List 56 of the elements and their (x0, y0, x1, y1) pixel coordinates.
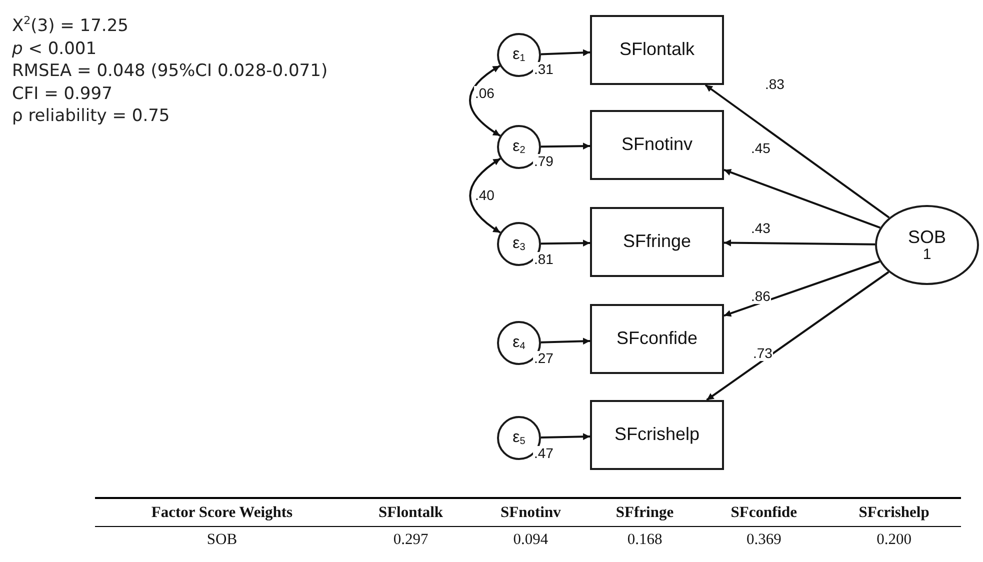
table-cell: 0.369 (700, 526, 828, 553)
node-label: SFcrishelp (614, 424, 700, 446)
edge-label: .81 (533, 252, 554, 268)
edge-label: .86 (750, 289, 772, 304)
node-label: ε$_{3}$ (512, 234, 526, 254)
node-label: ε$_{1}$ (512, 45, 526, 65)
variable-box (590, 15, 724, 85)
path-arrow (704, 84, 890, 218)
variable-box (590, 400, 724, 470)
table-cell: 0.168 (588, 526, 701, 553)
factor-variance: 1 (922, 246, 932, 262)
node-label: SFfringe (622, 231, 692, 253)
column-header: SFcrishelp (827, 498, 961, 526)
table-cell: 0.200 (827, 526, 961, 553)
column-header: SFlontalk (348, 498, 473, 526)
fit-statistic: X$^{2}$(3) = 17.25 (12, 13, 130, 38)
covariance-arrow (469, 65, 501, 137)
path-arrow (540, 338, 590, 345)
column-header: SFfringe (588, 498, 701, 526)
edge-label: .06 (474, 86, 496, 102)
path-arrow (724, 239, 876, 246)
node-label: ε$_{4}$ (512, 333, 526, 353)
table-cell: 0.094 (472, 526, 589, 553)
path-arrow (540, 49, 590, 56)
variable-box (590, 207, 724, 277)
path-arrow (540, 142, 590, 150)
node-label: SFnotinv (621, 134, 693, 156)
edge-label: .83 (764, 77, 786, 92)
column-header: SFnotinv (472, 498, 589, 526)
path-arrow (540, 240, 590, 247)
path-arrow (540, 433, 590, 440)
edge-label: .43 (750, 221, 772, 236)
fit-statistic: RMSEA = 0.048 (95%CI 0.028-0.071) (12, 60, 328, 82)
edge-label: .45 (750, 141, 772, 156)
edge-label: .73 (752, 346, 774, 362)
path-arrow (724, 168, 880, 229)
column-header: SFconfide (700, 498, 828, 526)
path-arrow (706, 271, 890, 401)
path-arrow (724, 260, 880, 317)
fit-statistic: CFI = 0.997 (12, 82, 114, 105)
node-label: SFconfide (616, 328, 698, 350)
node-label: ε$_{5}$ (512, 428, 526, 448)
node-label: SOB (908, 228, 946, 247)
edge-label: .31 (533, 62, 554, 78)
row-header: SOB (95, 526, 349, 553)
edge-label: .79 (533, 154, 554, 170)
table-cell: 0.297 (348, 526, 473, 553)
node-label: SFlontalk (619, 39, 695, 61)
edge-label: .40 (474, 188, 496, 204)
covariance-arrow (469, 158, 501, 234)
column-header: Factor Score Weights (95, 498, 349, 526)
variable-box (590, 110, 724, 180)
node-label: ε$_{2}$ (512, 137, 526, 157)
fit-statistic: p < 0.001 (12, 38, 98, 60)
fit-statistic: ρ reliability = 0.75 (12, 105, 171, 128)
variable-box (590, 304, 724, 374)
